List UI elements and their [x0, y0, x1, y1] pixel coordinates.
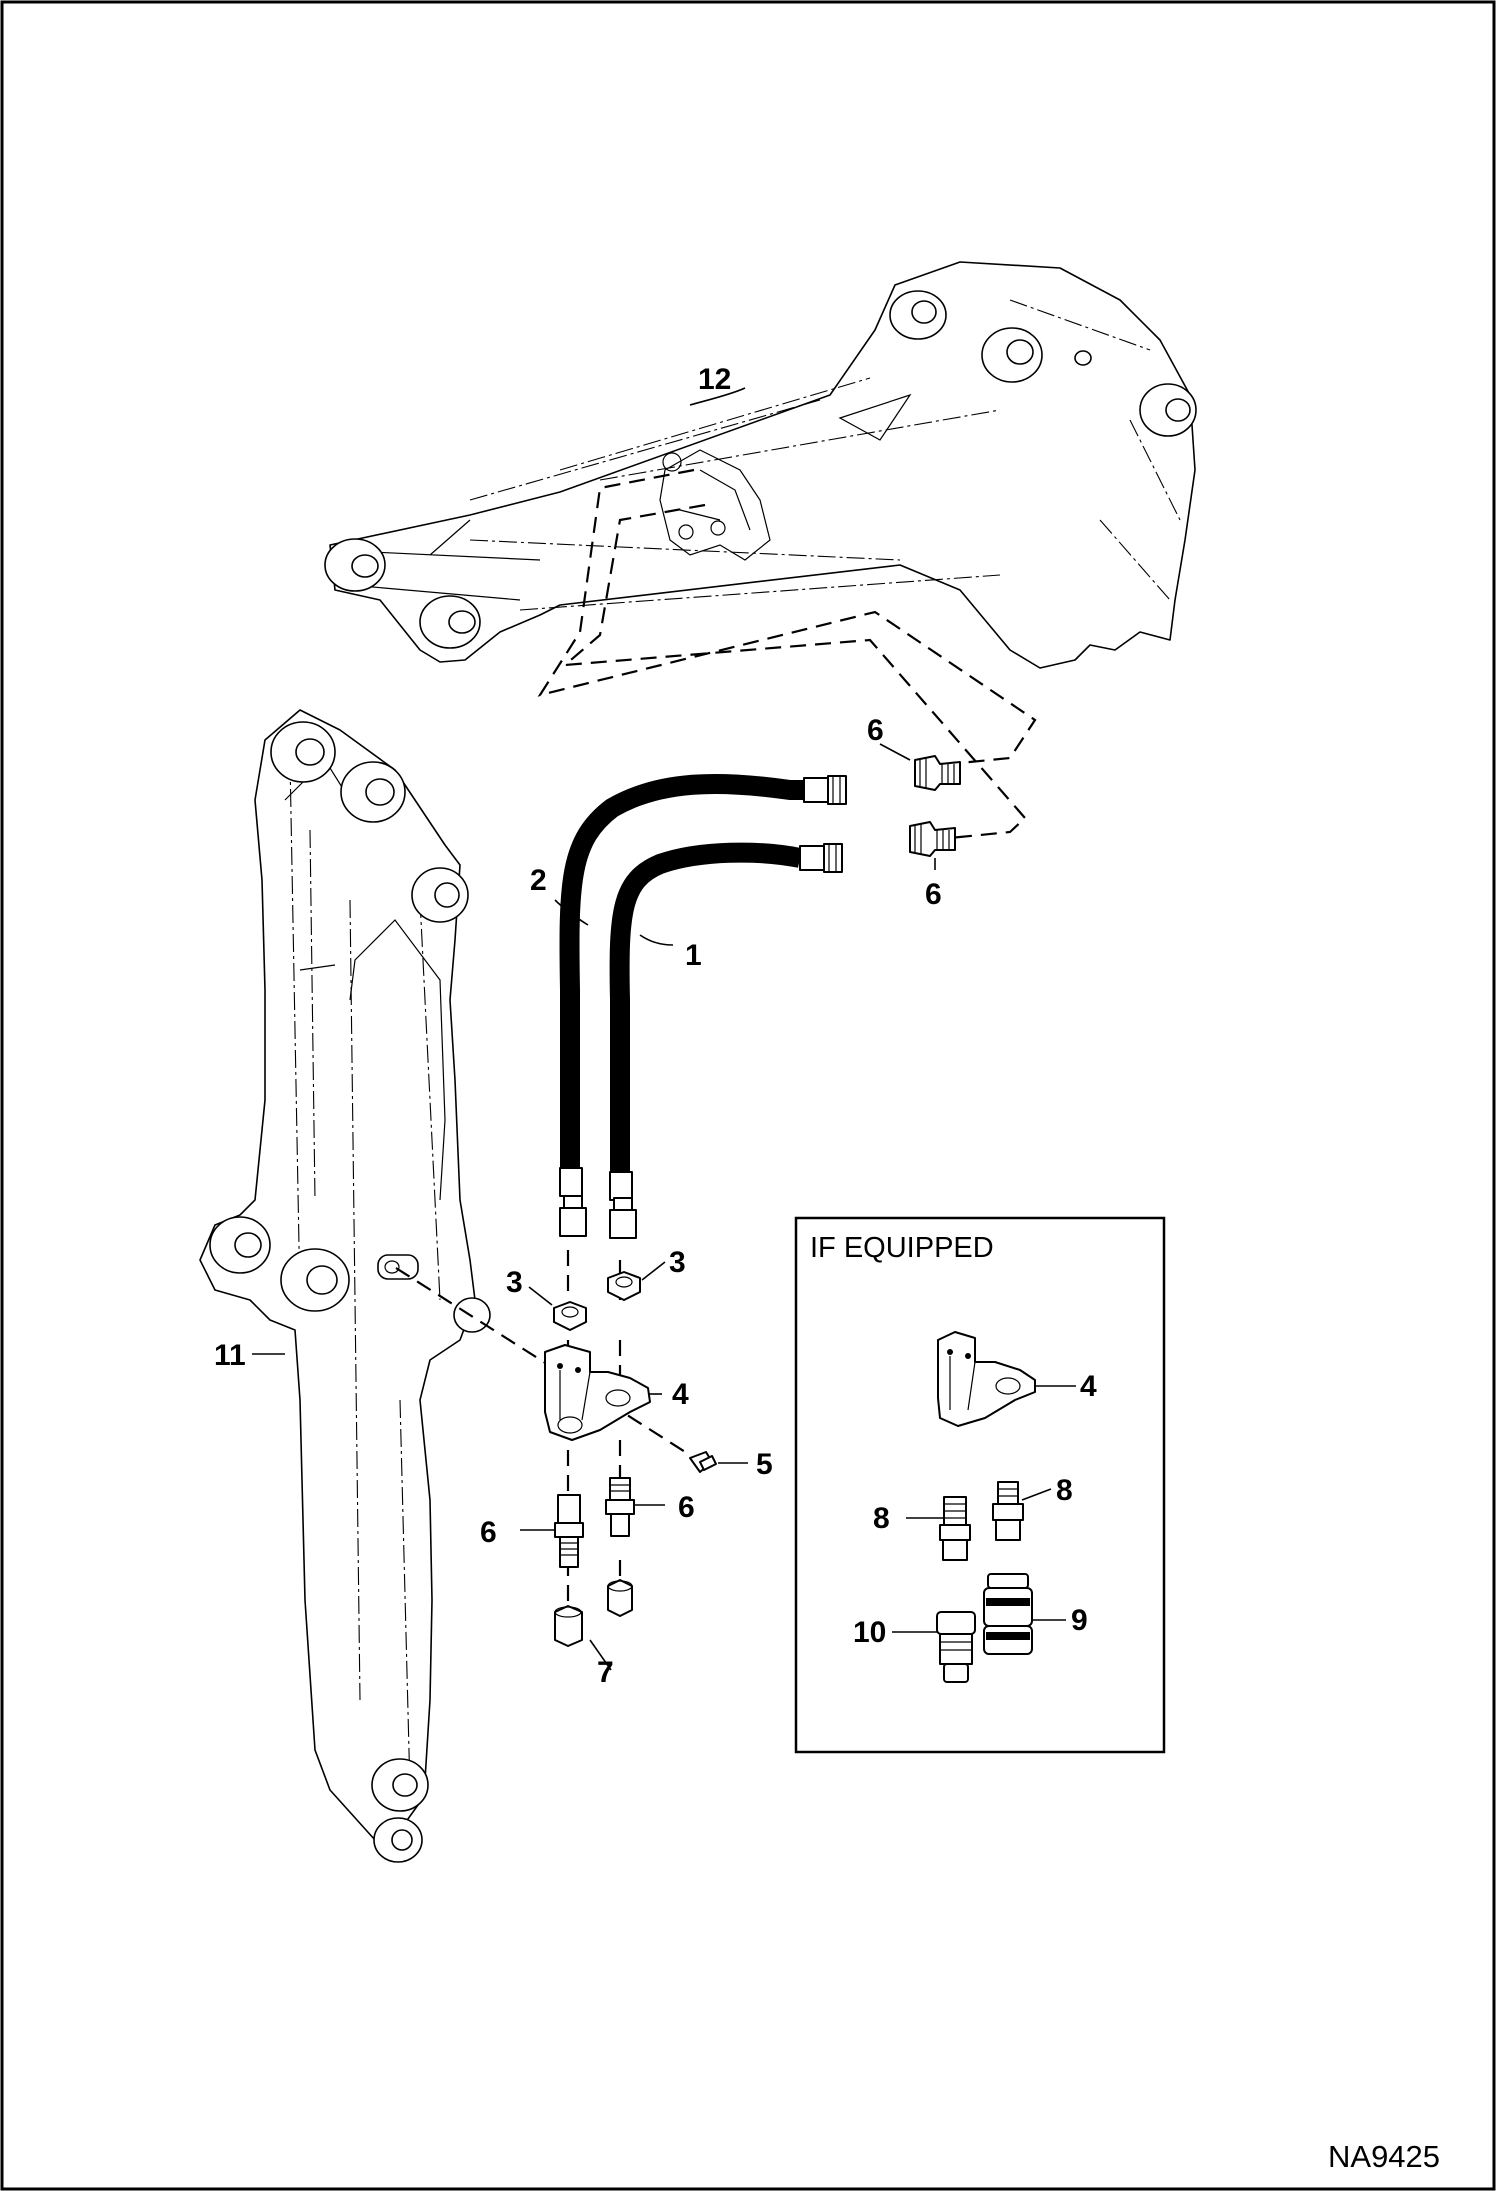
cap-right — [607, 1579, 633, 1617]
adapter-right — [909, 821, 956, 857]
callout-6-right: 6 — [925, 878, 942, 911]
jam-nut-right — [607, 1271, 641, 1301]
inset-callout-8-right: 8 — [1056, 1474, 1073, 1507]
callout-4: 4 — [672, 1378, 689, 1411]
callout-11: 11 — [214, 1339, 246, 1372]
inset-callout-10: 10 — [853, 1616, 886, 1649]
callout-1: 1 — [685, 939, 702, 972]
inset-callout-9: 9 — [1071, 1604, 1088, 1637]
inset-adapter-left — [939, 1496, 971, 1561]
jam-nut-left — [553, 1301, 587, 1331]
callout-6-left: 6 — [480, 1516, 497, 1549]
inset-adapter-right — [992, 1481, 1024, 1541]
adapter-lower-left — [554, 1494, 584, 1568]
capscrew — [689, 1451, 717, 1473]
inset-coupler-female — [983, 1573, 1033, 1655]
inset-title: IF EQUIPPED — [810, 1232, 994, 1264]
arm-assembly — [324, 261, 1197, 669]
callout-12: 12 — [698, 363, 731, 396]
inset-bracket — [937, 1331, 1036, 1427]
hose-2 — [559, 773, 847, 1237]
callout-3-left: 3 — [506, 1266, 523, 1299]
inset-if-equipped: IF EQUIPPED — [794, 1216, 1166, 1754]
boom-assembly — [199, 709, 491, 1863]
callout-3-right: 3 — [669, 1246, 686, 1279]
callout-7: 7 — [597, 1656, 614, 1689]
inset-coupler-male — [936, 1611, 976, 1683]
callout-labels: 1 2 3 3 4 5 6 6 6 6 7 11 12 — [214, 363, 942, 1689]
callout-6-top: 6 — [867, 714, 884, 747]
inset-border — [794, 1216, 1166, 1754]
callout-2: 2 — [530, 864, 547, 897]
inset-callout-8-left: 8 — [873, 1502, 890, 1535]
hose-1 — [609, 842, 843, 1239]
cap-left — [554, 1605, 583, 1647]
leader-lines — [252, 387, 936, 1671]
inset-callout-4: 4 — [1080, 1370, 1097, 1403]
callout-5: 5 — [756, 1448, 773, 1481]
bracket — [544, 1344, 651, 1441]
adapter-top — [914, 755, 961, 791]
drawing-number: NA9425 — [1328, 2139, 1440, 2174]
adapter-lower-right — [605, 1477, 635, 1537]
callout-6-mid: 6 — [678, 1491, 695, 1524]
